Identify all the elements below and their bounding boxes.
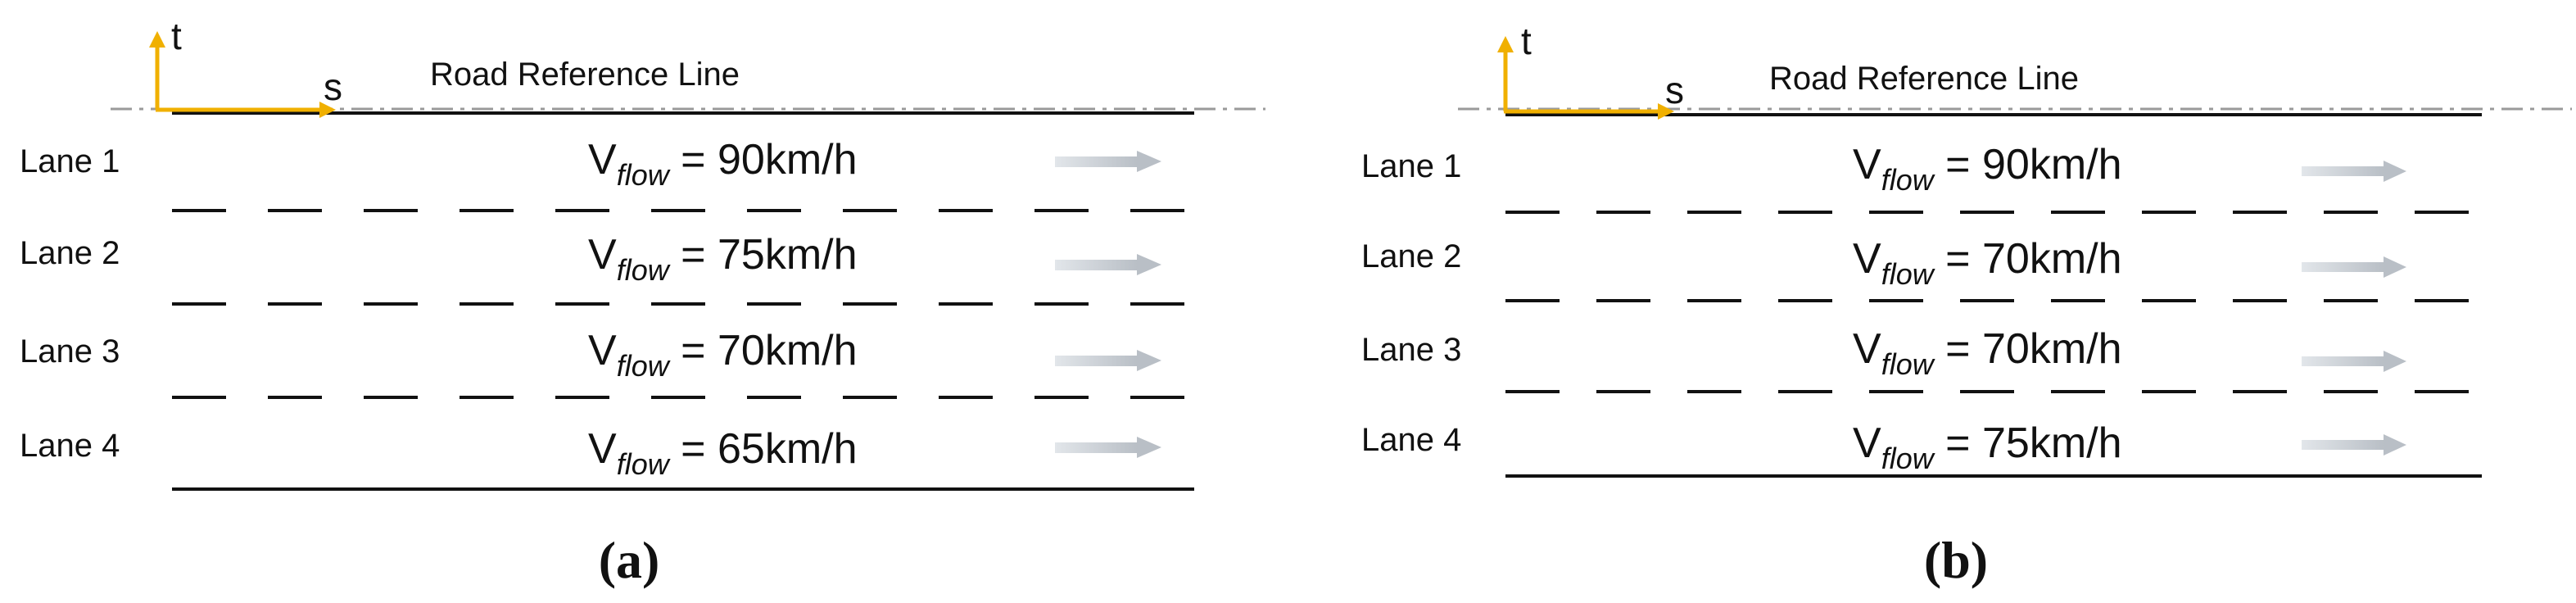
- t-axis-arrow-icon: [149, 31, 165, 110]
- t-axis-arrow-icon: [1497, 36, 1514, 111]
- flow-speed-label: Vflow = 70km/h: [1853, 235, 2122, 291]
- flow-direction-arrow-icon: [2302, 351, 2406, 372]
- flow-speed-label: Vflow = 70km/h: [1853, 325, 2122, 381]
- lane-row: Lane 1 Vflow = 90km/h: [20, 136, 1161, 192]
- lane-label: Lane 3: [1361, 332, 1461, 368]
- lane-row: Lane 3 Vflow = 70km/h: [20, 327, 1161, 383]
- reference-line-label: Road Reference Line: [1769, 61, 2079, 97]
- lane-label: Lane 3: [20, 333, 120, 370]
- s-axis-arrow-icon: [156, 102, 336, 118]
- flow-direction-arrow-icon: [2302, 256, 2406, 278]
- lane-label: Lane 1: [1361, 148, 1461, 184]
- s-axis-arrow-icon: [1504, 103, 1674, 120]
- reference-line-label: Road Reference Line: [430, 57, 740, 93]
- lane-row: Lane 3 Vflow = 70km/h: [1361, 325, 2406, 381]
- panel-a: t s Road Reference Line Lane 1 Vflow = 9…: [20, 15, 1265, 589]
- lane-row: Lane 2 Vflow = 70km/h: [1361, 235, 2406, 291]
- flow-speed-label: Vflow = 75km/h: [1853, 419, 2122, 475]
- flow-speed-label: Vflow = 75km/h: [588, 231, 858, 287]
- panel-caption: (a): [599, 531, 660, 589]
- flow-speed-label: Vflow = 70km/h: [588, 327, 858, 383]
- lane-row: Lane 1 Vflow = 90km/h: [1361, 141, 2406, 197]
- flow-direction-arrow-icon: [2302, 161, 2406, 182]
- flow-direction-arrow-icon: [1055, 350, 1161, 371]
- flow-direction-arrow-icon: [2302, 434, 2406, 456]
- s-axis-label: s: [1665, 69, 1684, 111]
- lane-label: Lane 4: [20, 428, 120, 464]
- lane-label: Lane 4: [1361, 422, 1461, 458]
- lane-row: Lane 4 Vflow = 75km/h: [1361, 419, 2406, 475]
- s-axis-label: s: [324, 66, 342, 108]
- lane-label: Lane 1: [20, 143, 120, 179]
- panel-b: t s Road Reference Line Lane 1 Vflow = 9…: [1361, 20, 2572, 589]
- flow-speed-label: Vflow = 90km/h: [1853, 141, 2122, 197]
- flow-direction-arrow-icon: [1055, 437, 1161, 458]
- lane-label: Lane 2: [1361, 238, 1461, 274]
- panel-caption: (b): [1924, 531, 1988, 589]
- flow-direction-arrow-icon: [1055, 254, 1161, 275]
- t-axis-label: t: [171, 15, 182, 57]
- flow-speed-label: Vflow = 90km/h: [588, 136, 858, 192]
- lane-label: Lane 2: [20, 235, 120, 271]
- lane-row: Lane 2 Vflow = 75km/h: [20, 231, 1161, 287]
- lane-row: Lane 4 Vflow = 65km/h: [20, 425, 1161, 481]
- t-axis-label: t: [1521, 20, 1532, 62]
- flow-speed-label: Vflow = 65km/h: [588, 425, 858, 481]
- flow-direction-arrow-icon: [1055, 151, 1161, 172]
